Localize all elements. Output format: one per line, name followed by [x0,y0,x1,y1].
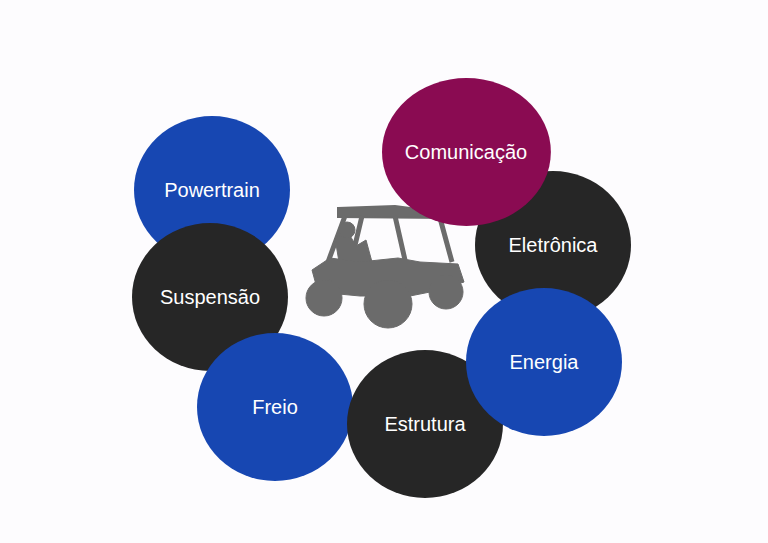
circle-fill [466,288,622,436]
topic-label: Comunicação [405,140,527,164]
circle-fill [197,333,353,481]
topic-label: Powertrain [164,178,260,202]
topic-label: Energia [510,350,579,374]
topic-circle: Energia [466,288,622,436]
topic-label: Estrutura [384,412,465,436]
circle-fill [382,78,551,226]
topic-circle: Freio [197,333,353,481]
utv-silhouette [306,206,464,328]
topic-label: Suspensão [160,285,260,309]
topic-label: Eletrônica [509,233,598,257]
topic-label: Freio [252,395,298,419]
topic-circle: Comunicação [382,78,551,226]
circle-fill [347,350,503,498]
